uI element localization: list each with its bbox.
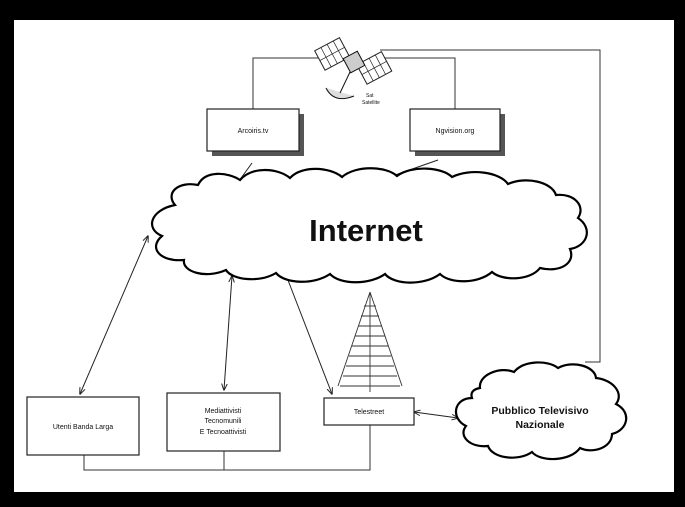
- node-ngvision-label: Ngvision.org: [436, 128, 475, 135]
- arrow-internet-mediattivisti: [224, 276, 232, 390]
- internet-cloud: Internet: [150, 167, 588, 284]
- node-telestreet: Telestreet: [323, 397, 415, 426]
- node-arcoiris: Arcoiris.tv: [206, 108, 304, 156]
- arrow-internet-utenti: [80, 236, 148, 394]
- node-arcoiris-label: Arcoiris.tv: [238, 128, 269, 135]
- arrow-telestreet-public: [414, 412, 458, 418]
- node-mediattivisti-line1: Mediattivisti: [205, 408, 242, 415]
- antenna-tower-icon: [337, 291, 403, 392]
- satellite-icon: Sat Satellite: [314, 36, 393, 106]
- connector-lines: [83, 49, 601, 471]
- node-ngvision: Ngvision.org: [409, 108, 505, 156]
- wire-satellite-ngvision: [380, 57, 456, 110]
- internet-label: Internet: [309, 213, 423, 248]
- public-tv-cloud: Pubblico Televisivo Nazionale: [455, 361, 628, 461]
- node-mediattivisti-line3: E Tecnoattivisti: [200, 429, 247, 436]
- node-mediattivisti: Mediattivisti Tecnomunili E Tecnoattivis…: [166, 392, 281, 452]
- wire-bottom-bus: [83, 425, 371, 471]
- satellite-label-line2: Satellite: [362, 100, 380, 106]
- public-tv-label-line2: Nazionale: [515, 419, 564, 431]
- node-utenti: Utenti Banda Larga: [26, 396, 140, 456]
- wire-satellite-arcoiris: [252, 57, 320, 110]
- node-telestreet-label: Telestreet: [354, 409, 384, 416]
- arrow-internet-telestreet: [285, 274, 332, 394]
- node-mediattivisti-line2: Tecnomunili: [205, 418, 242, 425]
- public-tv-label-line1: Pubblico Televisivo: [491, 405, 588, 417]
- node-utenti-label: Utenti Banda Larga: [53, 424, 113, 431]
- wire-satellite-public: [380, 49, 601, 363]
- satellite-label-line1: Sat: [366, 93, 374, 99]
